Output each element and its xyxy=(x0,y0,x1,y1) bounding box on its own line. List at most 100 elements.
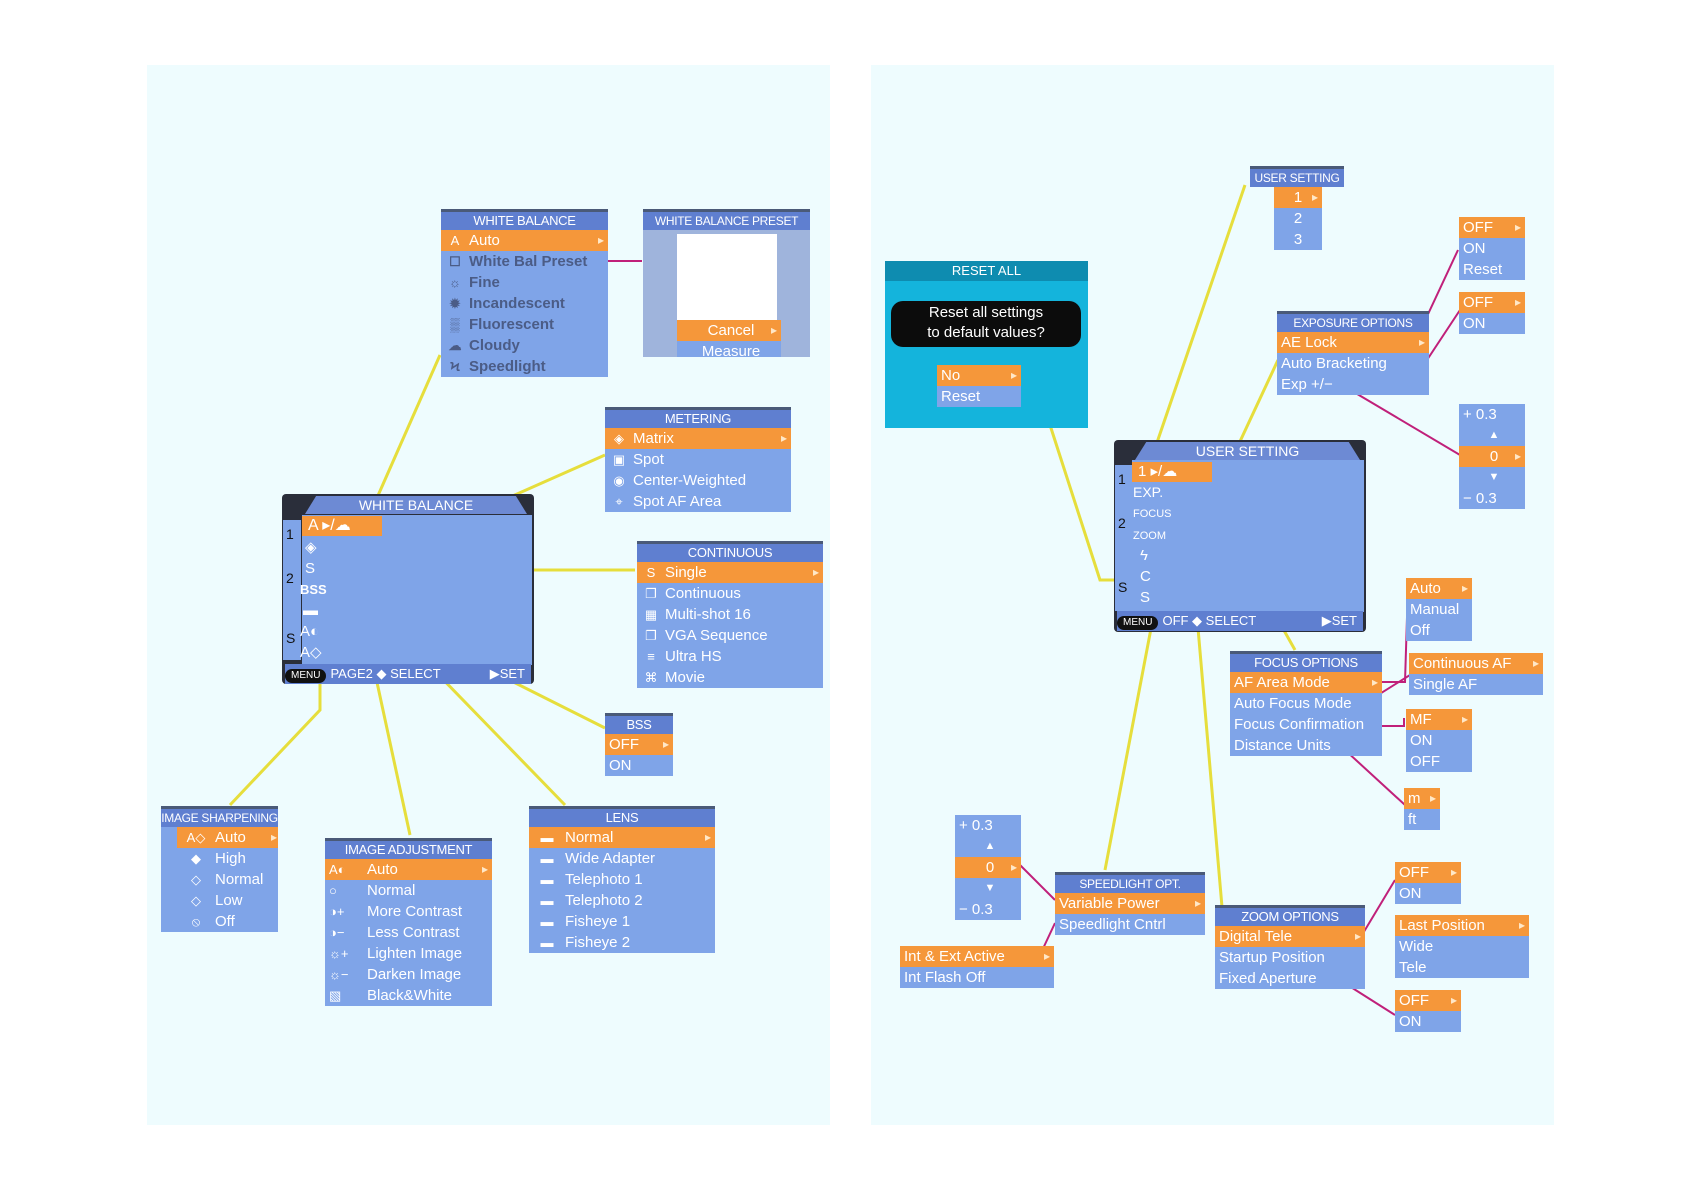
bracketing-off[interactable]: OFF xyxy=(1459,292,1525,313)
sharp-off[interactable]: ⦸Off xyxy=(177,911,278,932)
sl-variable-power[interactable]: Variable Power xyxy=(1055,893,1205,914)
zoom-digital-tele[interactable]: Digital Tele xyxy=(1215,926,1365,947)
sharp-normal[interactable]: ◇Normal xyxy=(177,869,278,890)
dist-units-ft[interactable]: ft xyxy=(1404,809,1440,830)
af-mode-single[interactable]: Single AF xyxy=(1409,674,1543,695)
ae-lock-off[interactable]: OFF xyxy=(1459,217,1525,238)
af-mode-continuous[interactable]: Continuous AF xyxy=(1409,653,1543,674)
wb-preset[interactable]: ☐White Bal Preset xyxy=(441,251,608,272)
cont-movie[interactable]: ⌘Movie xyxy=(637,667,823,688)
zoom-tele-off[interactable]: OFF xyxy=(1395,862,1461,883)
bss-lcd-icon[interactable]: BSS xyxy=(300,582,327,597)
cont-vga[interactable]: ❐VGA Sequence xyxy=(637,625,823,646)
focus-confirmation[interactable]: Focus Confirmation xyxy=(1230,714,1382,735)
exp-step-zero[interactable]: 0 xyxy=(1459,446,1525,467)
continuous-lcd-icon[interactable]: S xyxy=(305,560,316,577)
user-setting-1[interactable]: 1 xyxy=(1274,187,1322,208)
user-setting-2[interactable]: 2 xyxy=(1274,208,1322,229)
lens-normal[interactable]: ▬Normal xyxy=(529,827,715,848)
lens-wide[interactable]: ▬Wide Adapter xyxy=(529,848,715,869)
lens-tele1[interactable]: ▬Telephoto 1 xyxy=(529,869,715,890)
c-lcd-item[interactable]: C xyxy=(1140,568,1151,585)
zoom-fixed-off[interactable]: OFF xyxy=(1395,990,1461,1011)
zoom-start-last[interactable]: Last Position xyxy=(1395,915,1529,936)
zoom-startup-position[interactable]: Startup Position xyxy=(1215,947,1365,968)
zoom-fixed-on[interactable]: ON xyxy=(1395,1011,1461,1032)
adjustment-lcd-icon[interactable]: A◐ xyxy=(300,623,320,640)
focus-conf-off[interactable]: OFF xyxy=(1406,751,1472,772)
lens-lcd-icon[interactable]: ▬ xyxy=(303,602,318,619)
menu-pill[interactable]: MENU xyxy=(285,669,327,683)
sl-cntrl-int-ext[interactable]: Int & Ext Active xyxy=(900,946,1054,967)
metering-spot-af[interactable]: ⌖Spot AF Area xyxy=(605,491,791,512)
zoom-start-tele[interactable]: Tele xyxy=(1395,957,1529,978)
metering-spot[interactable]: ▣Spot xyxy=(605,449,791,470)
right-lcd-row-user[interactable]: 1 ▸/☁ xyxy=(1132,462,1212,482)
sharp-low[interactable]: ◇Low xyxy=(177,890,278,911)
focus-conf-on[interactable]: ON xyxy=(1406,730,1472,751)
flash-lcd-item[interactable]: ϟ xyxy=(1140,547,1148,564)
sharp-auto[interactable]: A◇Auto xyxy=(177,827,278,848)
sharpening-lcd-icon[interactable]: A◇ xyxy=(300,644,322,661)
wb-fine[interactable]: ☼Fine xyxy=(441,272,608,293)
dist-units-m[interactable]: m xyxy=(1404,788,1440,809)
adj-more-contrast[interactable]: ◑+More Contrast xyxy=(325,901,492,922)
sl-step-zero[interactable]: 0 xyxy=(955,857,1021,878)
lens-tele2[interactable]: ▬Telephoto 2 xyxy=(529,890,715,911)
ae-lock-reset[interactable]: Reset xyxy=(1459,259,1525,280)
sl-step-minus[interactable]: − 0.3 xyxy=(955,899,1021,920)
exp-step-plus[interactable]: + 0.3 xyxy=(1459,404,1525,425)
cont-continuous[interactable]: ❐Continuous xyxy=(637,583,823,604)
zoom-lcd-item[interactable]: ZOOM xyxy=(1133,530,1166,542)
reset-no[interactable]: No xyxy=(937,365,1021,386)
lcd-row-wb[interactable]: A ▸/☁ xyxy=(302,516,382,536)
s-lcd-item[interactable]: S xyxy=(1140,589,1151,606)
metering-lcd-icon[interactable]: ◈ xyxy=(305,539,317,556)
exp-step-down-icon[interactable]: ▼ xyxy=(1459,467,1525,488)
wb-incandescent[interactable]: ✹Incandescent xyxy=(441,293,608,314)
wbp-cancel[interactable]: Cancel xyxy=(677,320,781,341)
adj-auto[interactable]: A◐Auto xyxy=(325,859,492,880)
adj-lighten[interactable]: ☼+Lighten Image xyxy=(325,943,492,964)
exp-step-minus[interactable]: − 0.3 xyxy=(1459,488,1525,509)
sharp-high[interactable]: ◆High xyxy=(177,848,278,869)
af-area-off[interactable]: Off xyxy=(1406,620,1472,641)
metering-center-weighted[interactable]: ◉Center-Weighted xyxy=(605,470,791,491)
cont-multishot[interactable]: ▦Multi-shot 16 xyxy=(637,604,823,625)
af-area-auto[interactable]: Auto xyxy=(1406,578,1472,599)
exp-auto-bracketing[interactable]: Auto Bracketing xyxy=(1277,353,1429,374)
bss-off[interactable]: OFF xyxy=(605,734,673,755)
focus-lcd-item[interactable]: FOCUS xyxy=(1133,508,1172,520)
zoom-tele-on[interactable]: ON xyxy=(1395,883,1461,904)
sl-cntrl-int-off[interactable]: Int Flash Off xyxy=(900,967,1054,988)
reset-reset[interactable]: Reset xyxy=(937,386,1021,407)
adj-less-contrast[interactable]: ◑−Less Contrast xyxy=(325,922,492,943)
sl-step-down-icon[interactable]: ▼ xyxy=(955,878,1021,899)
lens-fisheye1[interactable]: ▬Fisheye 1 xyxy=(529,911,715,932)
metering-matrix[interactable]: ◈Matrix xyxy=(605,428,791,449)
adj-normal[interactable]: ○Normal xyxy=(325,880,492,901)
focus-af-mode[interactable]: Auto Focus Mode xyxy=(1230,693,1382,714)
zoom-start-wide[interactable]: Wide xyxy=(1395,936,1529,957)
ae-lock-on[interactable]: ON xyxy=(1459,238,1525,259)
exp-lcd-item[interactable]: EXP. xyxy=(1133,484,1164,500)
wb-fluorescent[interactable]: ▒Fluorescent xyxy=(441,314,608,335)
focus-af-area[interactable]: AF Area Mode xyxy=(1230,672,1382,693)
sl-speedlight-cntrl[interactable]: Speedlight Cntrl xyxy=(1055,914,1205,935)
wb-cloudy[interactable]: ☁Cloudy xyxy=(441,335,608,356)
bss-on[interactable]: ON xyxy=(605,755,673,776)
exp-ae-lock[interactable]: AE Lock xyxy=(1277,332,1429,353)
exp-step-up-icon[interactable]: ▲ xyxy=(1459,425,1525,446)
cont-ultrahs[interactable]: ≡Ultra HS xyxy=(637,646,823,667)
focus-conf-mf[interactable]: MF xyxy=(1406,709,1472,730)
right-menu-pill[interactable]: MENU xyxy=(1117,616,1159,630)
user-setting-3[interactable]: 3 xyxy=(1274,229,1322,250)
adj-bw[interactable]: ▧Black&White xyxy=(325,985,492,1006)
sl-step-plus[interactable]: + 0.3 xyxy=(955,815,1021,836)
focus-distance-units[interactable]: Distance Units xyxy=(1230,735,1382,756)
adj-darken[interactable]: ☼−Darken Image xyxy=(325,964,492,985)
zoom-fixed-aperture[interactable]: Fixed Aperture xyxy=(1215,968,1365,989)
